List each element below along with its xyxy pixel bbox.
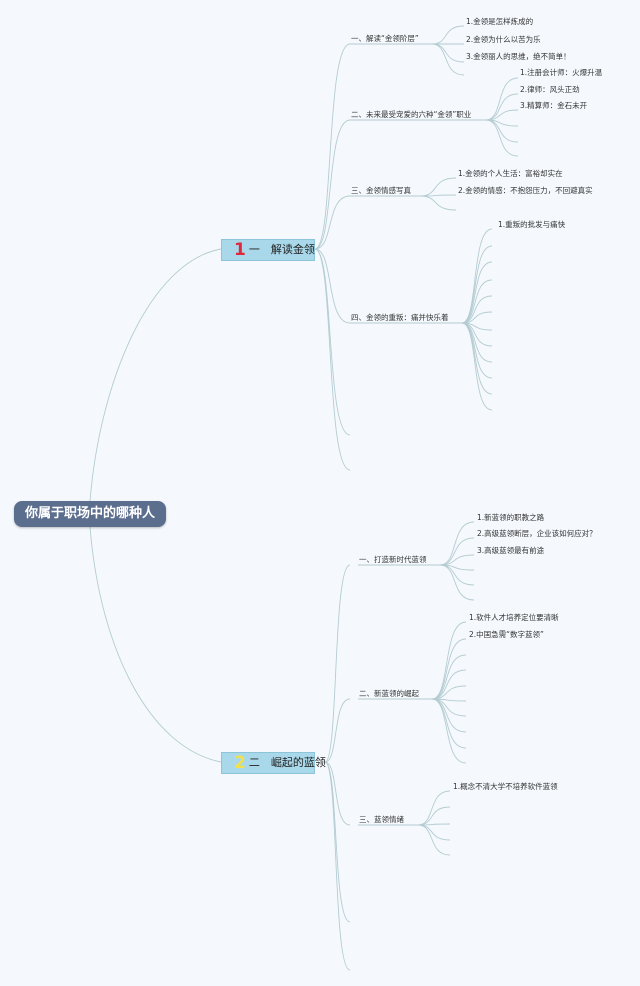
- leaf-node[interactable]: 2.律师：风头正劲: [520, 85, 580, 94]
- connector-line: [431, 669, 467, 700]
- subtopic-1-2[interactable]: 二、未来最受宠爱的六种“金领”职业: [351, 110, 472, 119]
- leaf-node[interactable]: 1.注册会计师：火爆升温: [520, 68, 603, 77]
- connector-line: [431, 43, 465, 63]
- leaf-node[interactable]: 3.精算师：金石未开: [520, 101, 588, 110]
- topic-label-1: 一 解读金领: [248, 243, 315, 256]
- connector-line: [485, 93, 519, 121]
- subtopic-2-1[interactable]: 一、打造新时代蓝领: [359, 555, 427, 564]
- subtopic-1-3[interactable]: 三、金领情感写真: [351, 186, 411, 195]
- connector-line: [439, 537, 475, 566]
- connector-line: [324, 761, 351, 826]
- connector-line: [314, 195, 351, 250]
- leaf-node[interactable]: 1.新蓝领的职教之路: [477, 513, 545, 522]
- subtopic-1-4[interactable]: 四、金领的重叛：痛并快乐着: [351, 313, 449, 322]
- connector-line: [314, 43, 351, 250]
- connector-line: [461, 245, 493, 324]
- leaf-node[interactable]: 2.金领的情感：不抱怨压力，不回避真实: [458, 186, 593, 195]
- connector-line: [461, 261, 493, 324]
- connector-line: [417, 824, 451, 841]
- connector-line: [461, 295, 493, 324]
- connector-line: [431, 621, 467, 700]
- connector-line: [89, 248, 222, 502]
- connector-line: [417, 824, 451, 856]
- connector-line: [314, 248, 351, 471]
- connector-line: [461, 228, 493, 324]
- leaf-node[interactable]: 2.中国急需“数字蓝领”: [469, 630, 544, 639]
- topic-number-1: 1: [234, 240, 246, 260]
- connector-line: [431, 698, 467, 764]
- connector-line: [439, 564, 475, 601]
- subtopic-2-3[interactable]: 三、蓝领情绪: [359, 815, 404, 824]
- connector-line: [461, 322, 493, 411]
- leaf-node[interactable]: 1.概念不清大学不培养软件蓝领: [453, 782, 558, 791]
- leaf-node[interactable]: 1.软件人才培养定位要清晰: [469, 613, 559, 622]
- connector-line: [417, 790, 451, 826]
- leaf-node[interactable]: 2.高级蓝领断层，企业该如何应对？: [477, 529, 597, 538]
- leaf-node[interactable]: 1.金领是怎样炼成的: [466, 17, 534, 26]
- leaf-node[interactable]: 1.金领的个人生活：富裕却实在: [458, 169, 563, 178]
- connector-line: [314, 248, 351, 324]
- leaf-node[interactable]: 1.重叛的批发与痛快: [498, 220, 566, 229]
- topic-number-2: 2: [234, 753, 246, 773]
- connector-line: [324, 761, 351, 971]
- connector-line: [431, 43, 465, 76]
- leaf-node[interactable]: 3.金领丽人的思维，绝不简单！: [466, 52, 571, 61]
- connector-line: [324, 698, 351, 763]
- connector-line: [419, 177, 457, 197]
- root-node[interactable]: 你属于职场中的哪种人: [14, 501, 166, 527]
- connector-line: [485, 119, 519, 157]
- connector-line: [417, 806, 451, 826]
- subtopic-1-1[interactable]: 一、解读“金领阶层”: [351, 34, 419, 43]
- leaf-node[interactable]: 3.高级蓝领最有前途: [477, 546, 545, 555]
- topic-label-2: 二 崛起的蓝领: [248, 756, 326, 769]
- connector-line: [461, 311, 493, 324]
- connector-line: [324, 564, 351, 763]
- subtopic-2-2[interactable]: 二、新蓝领的崛起: [359, 689, 419, 698]
- connector-line: [314, 119, 351, 250]
- leaf-node[interactable]: 2.金领为什么以苦为乐: [466, 35, 541, 44]
- connector-line: [431, 638, 467, 700]
- connector-line: [431, 25, 465, 45]
- connector-line: [419, 195, 457, 211]
- connector-line: [89, 526, 222, 763]
- connector-line: [314, 248, 351, 436]
